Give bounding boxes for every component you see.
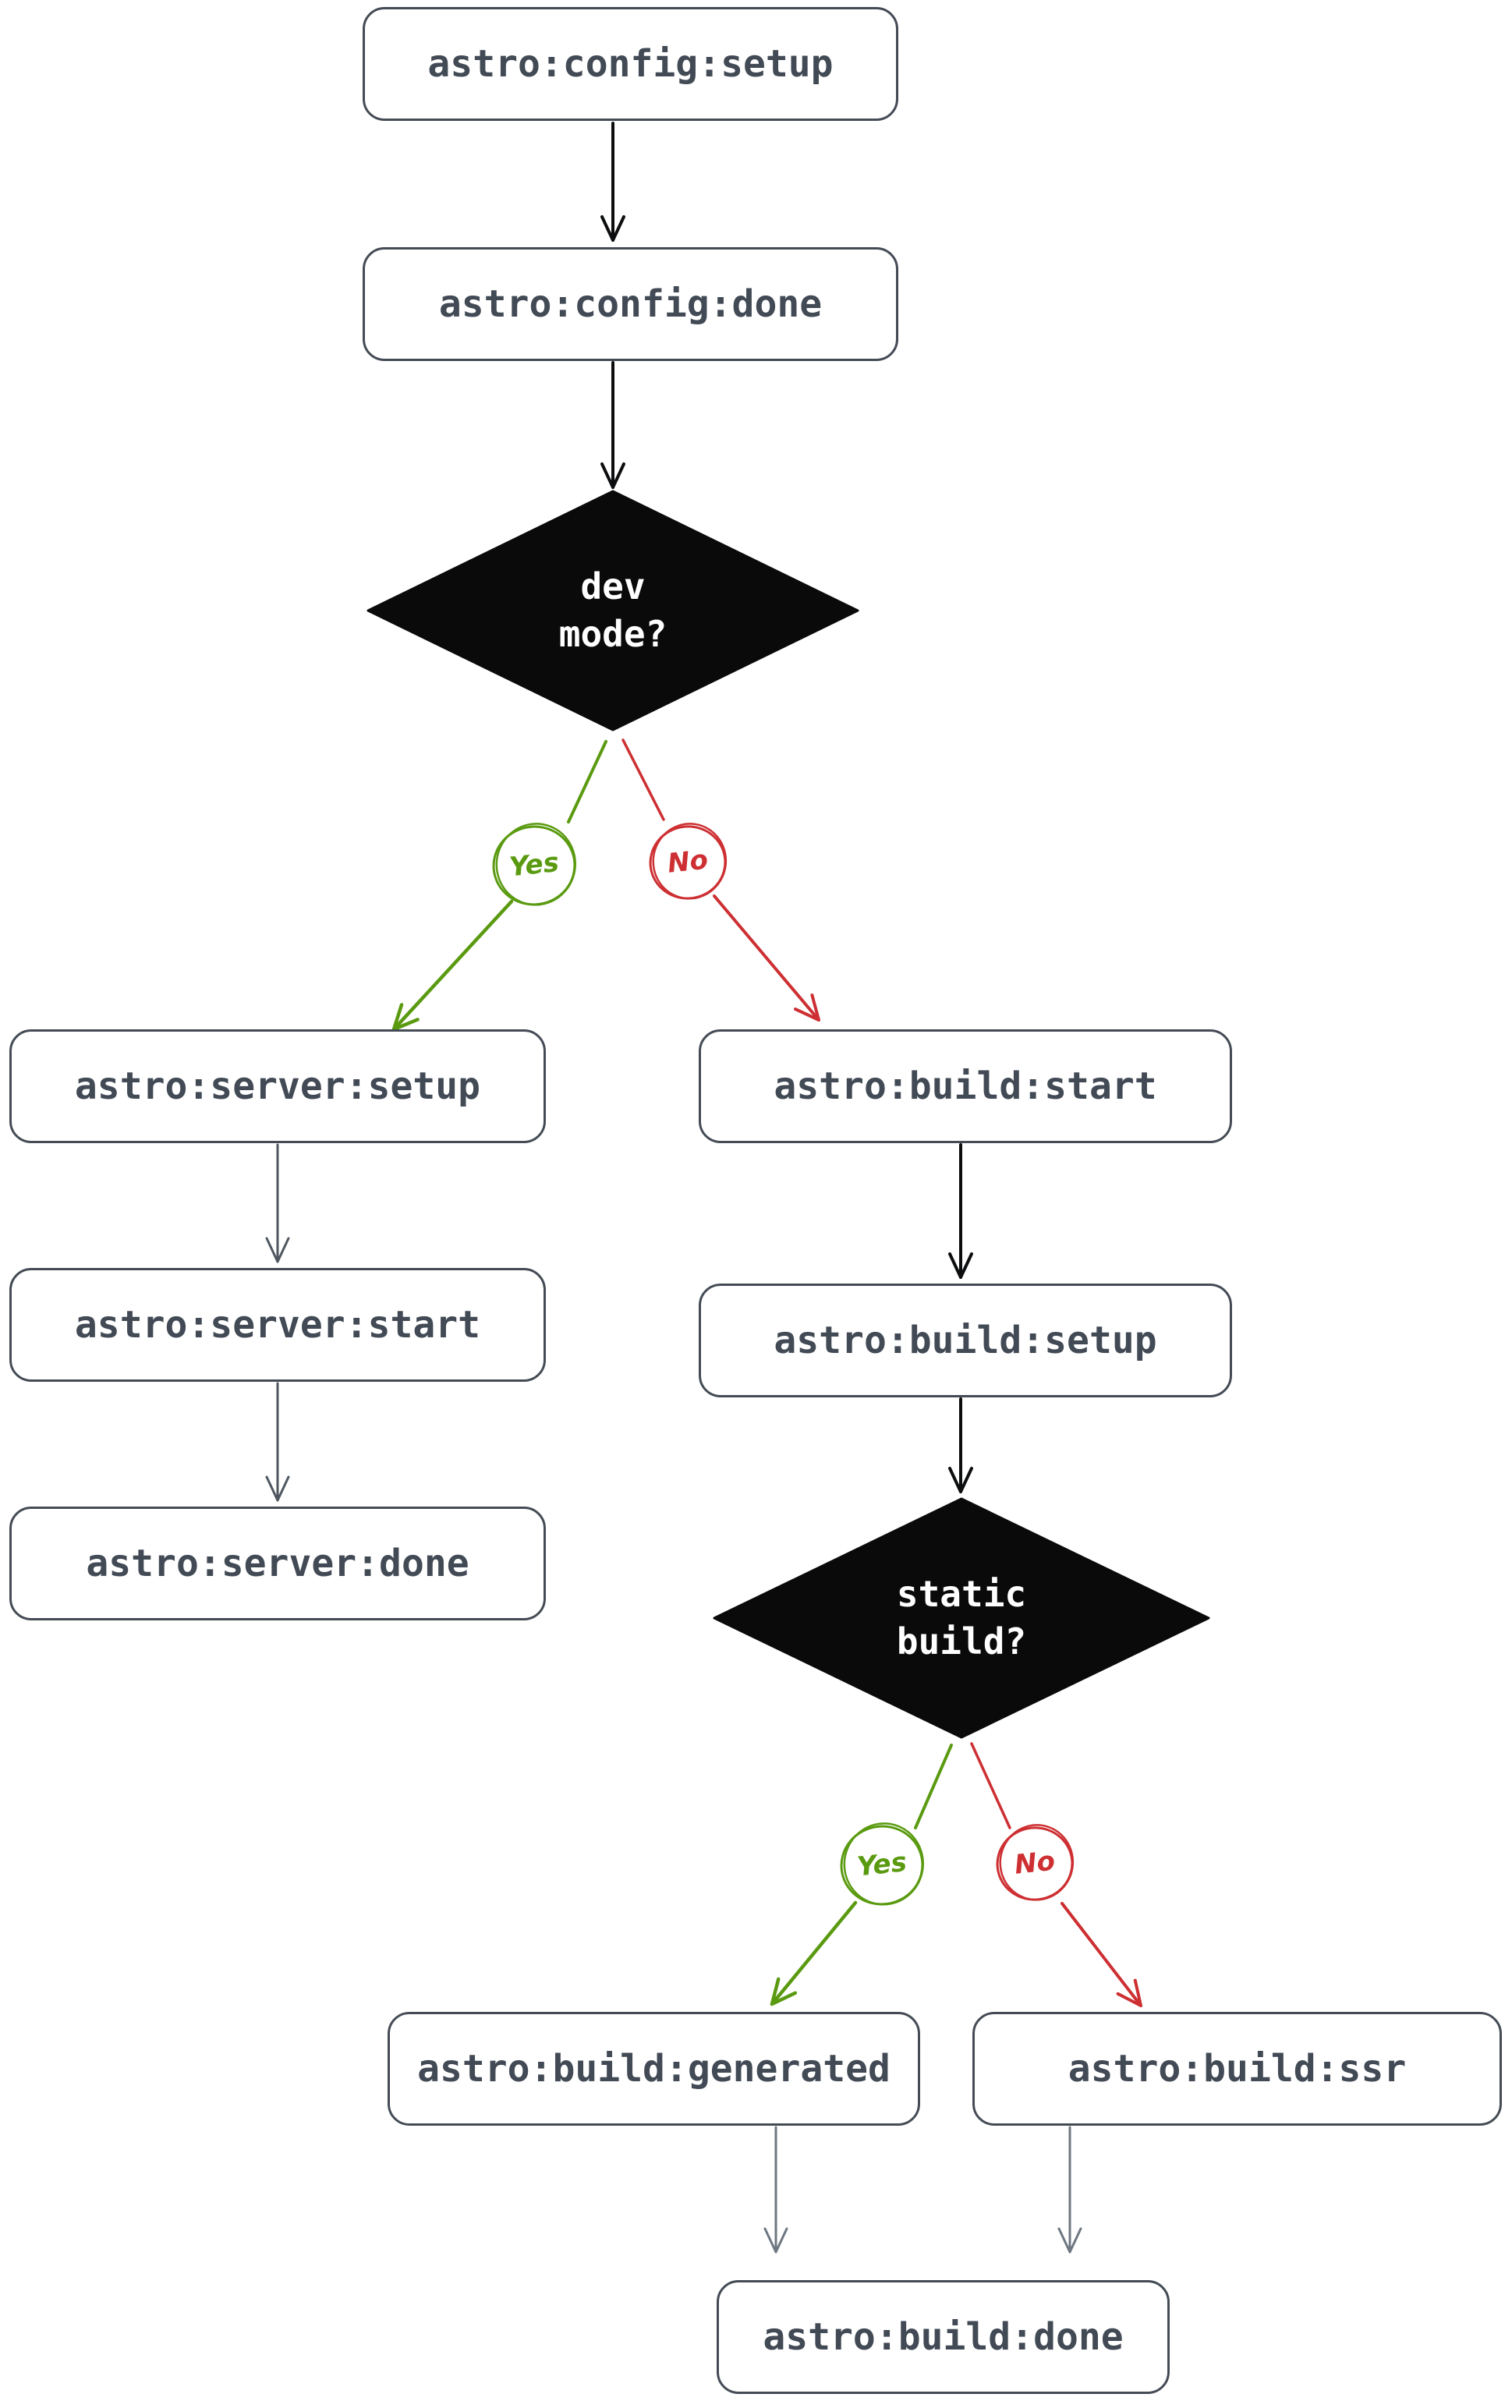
branch-label-static-no: No (1013, 1845, 1057, 1881)
node-astro-build-ssr: astro:build:ssr (972, 2012, 1502, 2126)
node-astro-config-done: astro:config:done (363, 247, 898, 361)
decision-static-build-line1: static (896, 1572, 1027, 1615)
branch-label-dev-no: No (666, 844, 710, 880)
edge-build-ssr-to-build-done (1057, 2126, 1082, 2254)
branch-circle-dev-yes (492, 823, 577, 906)
node-astro-build-done: astro:build:done (717, 2280, 1170, 2394)
decision-static-build-label: static build? (897, 1573, 1026, 1663)
decision-dev-mode-shape (366, 490, 859, 731)
edge-build-start-to-build-setup (948, 1143, 973, 1279)
branch-circle-dev-no (649, 823, 728, 900)
node-astro-config-setup: astro:config:setup (363, 7, 898, 121)
branch-label-dev-yes: Yes (508, 846, 561, 884)
edge-dev-mode-to-yes (567, 740, 607, 823)
branch-circle-static-yes (840, 1822, 925, 1906)
edge-no-to-build-start (713, 894, 820, 1022)
decision-static-build-line2: build? (896, 1620, 1027, 1663)
edge-server-setup-to-server-start (265, 1143, 290, 1263)
branch-label-static-yes: Yes (855, 1846, 908, 1883)
edge-static-build-to-no (970, 1742, 1011, 1829)
node-astro-build-start: astro:build:start (699, 1029, 1232, 1143)
edge-build-generated-to-build-done (763, 2126, 788, 2254)
edge-no-to-build-ssr (1061, 1902, 1142, 2007)
decision-dev-mode-label: dev mode? (559, 565, 667, 656)
node-astro-build-setup: astro:build:setup (699, 1284, 1232, 1397)
edge-config-setup-to-config-done (600, 122, 625, 242)
edge-yes-to-server-setup (391, 899, 514, 1032)
edge-static-build-to-yes (914, 1744, 953, 1829)
node-astro-build-generated: astro:build:generated (388, 2012, 920, 2126)
edge-yes-to-build-generated (770, 1900, 858, 2006)
branch-circle-static-no (996, 1824, 1075, 1901)
decision-dev-mode-line2: mode? (558, 613, 667, 655)
edge-config-done-to-dev-mode (600, 361, 625, 489)
decision-static-build-shape (713, 1497, 1210, 1739)
edge-dev-mode-to-no (621, 738, 665, 821)
node-astro-server-start: astro:server:start (9, 1268, 546, 1382)
node-astro-server-done: astro:server:done (9, 1507, 546, 1620)
edge-server-start-to-server-done (265, 1382, 290, 1502)
node-astro-server-setup: astro:server:setup (9, 1029, 546, 1143)
decision-dev-mode-line1: dev (580, 565, 646, 607)
edge-build-setup-to-static-build (948, 1397, 973, 1493)
